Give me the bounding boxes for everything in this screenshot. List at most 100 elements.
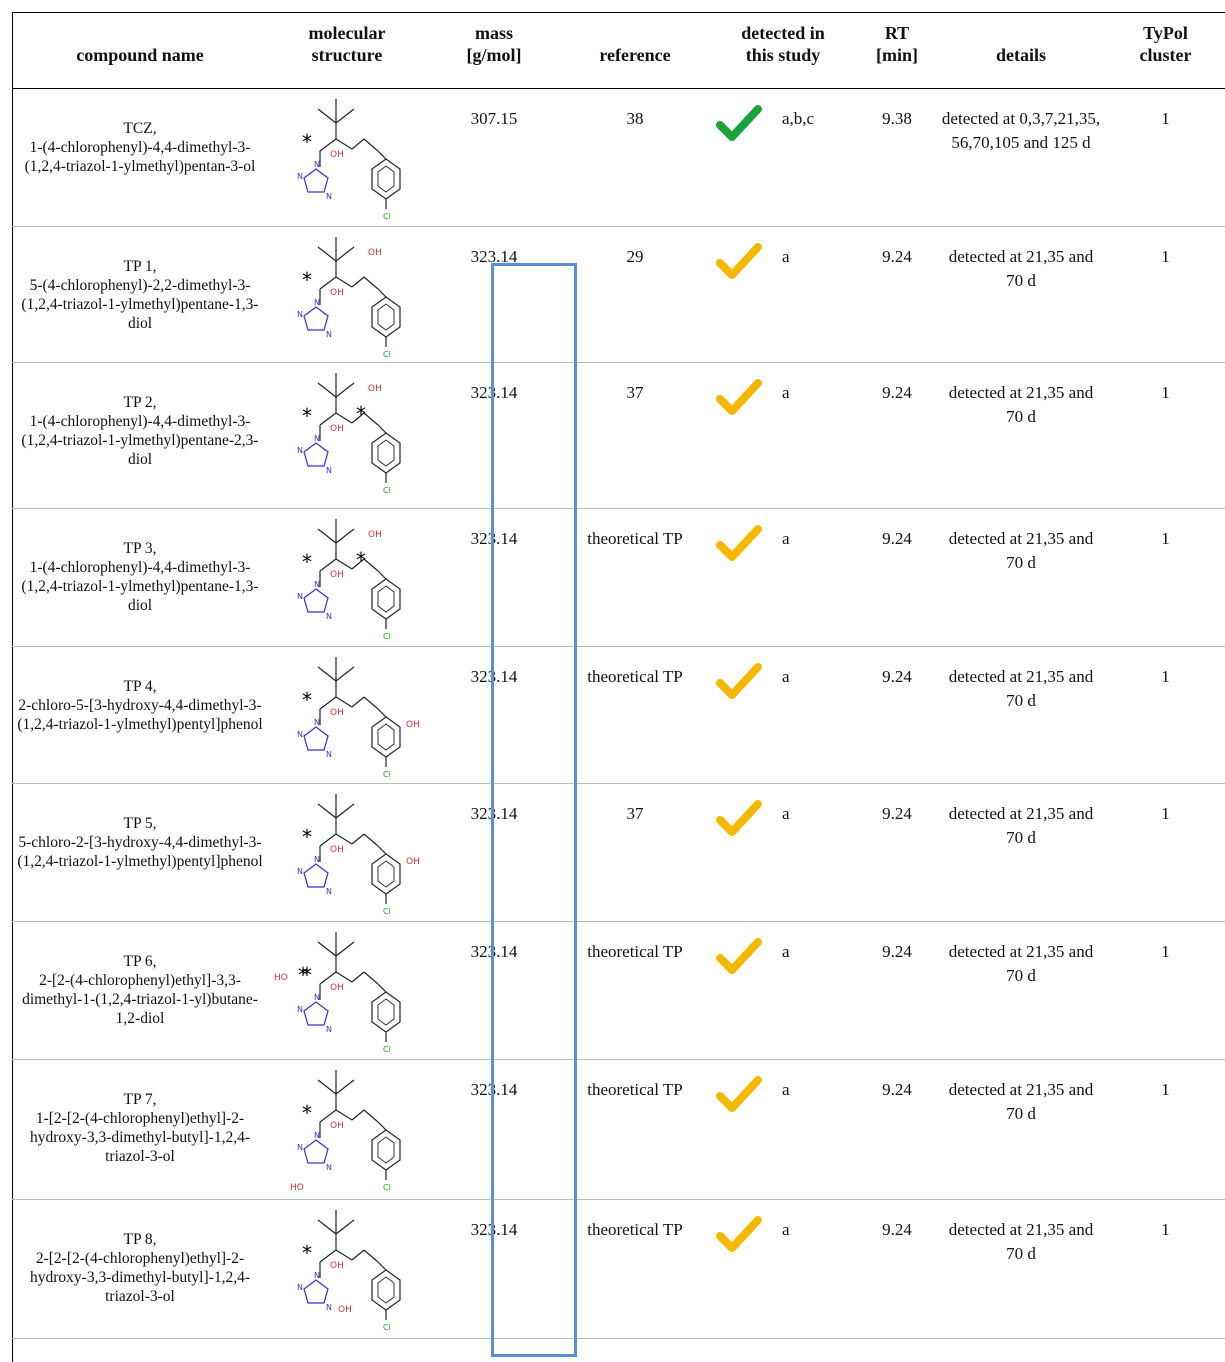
compound-full-name: 5-chloro-2-[3-hydroxy-4,4-dimethyl-3-(1,… — [17, 833, 263, 870]
structure-label: Cl — [383, 907, 391, 916]
header-compound-name: compound name — [76, 44, 204, 65]
structure-label: N — [326, 1303, 332, 1312]
compound-name-cell: TP 2, 1-(4-chlorophenyl)-4,4-dimethyl-3-… — [12, 362, 268, 508]
header-structure-l1: molecular — [308, 22, 386, 43]
detection-method: a — [782, 382, 790, 402]
typol-cluster-cell: 1 — [1161, 382, 1170, 402]
structure-label: Cl — [383, 350, 391, 359]
detected-cell: a — [708, 921, 858, 1059]
structure-label: N — [297, 1283, 303, 1292]
compound-full-name: 2-[2-[2-(4-chlorophenyl)ethyl]-2-hydroxy… — [30, 1249, 250, 1305]
check-icon — [716, 799, 762, 836]
mass-cell: 323.14 — [470, 666, 518, 686]
reference-cell: 38 — [626, 108, 644, 128]
reference-cell: theoretical TP — [587, 666, 683, 686]
details-cell: detected at 21,35 and 70 d — [948, 246, 1094, 290]
header-structure-l2: structure — [311, 44, 383, 65]
rt-cell: 9.24 — [882, 246, 912, 266]
structure-label: N — [314, 434, 320, 443]
detection-method: a — [782, 803, 790, 823]
mass-cell: 323.14 — [470, 528, 518, 548]
detected-cell: a — [708, 362, 858, 508]
compound-full-name: 1-(4-chlorophenyl)-4,4-dimethyl-3-(1,2,4… — [21, 412, 259, 468]
structure-label: N — [314, 718, 320, 727]
detected-cell: a — [708, 226, 858, 362]
structure-label: HO — [274, 973, 288, 983]
table-frame — [12, 12, 1225, 1362]
header-mass-l2: [g/mol] — [466, 44, 522, 65]
structure-label: OH — [368, 530, 382, 540]
detected-cell: a — [708, 1199, 858, 1338]
structure-label: N — [314, 580, 320, 589]
mass-cell: 323.14 — [470, 1219, 518, 1239]
rt-cell: 9.24 — [882, 941, 912, 961]
compound-short-name: TP 6, — [123, 952, 157, 970]
structure-label: N — [314, 855, 320, 864]
detected-cell: a — [708, 646, 858, 783]
compound-name-cell: TP 6, 2-[2-(4-chlorophenyl)ethyl]-3,3-di… — [12, 921, 268, 1059]
stereo-asterisk: * — [356, 548, 366, 572]
structure-label: OH — [330, 1261, 344, 1271]
rt-cell: 9.24 — [882, 1079, 912, 1099]
check-icon — [716, 524, 762, 561]
typol-cluster-cell: 1 — [1161, 246, 1170, 266]
structure-label: Cl — [383, 486, 391, 495]
table-row: TP 6, 2-[2-(4-chlorophenyl)ethyl]-3,3-di… — [12, 921, 1225, 1059]
check-icon — [716, 662, 762, 699]
structure-label: OH — [330, 983, 344, 993]
compound-full-name: 2-[2-(4-chlorophenyl)ethyl]-3,3-dimethyl… — [22, 971, 258, 1027]
structure-label: N — [314, 1131, 320, 1140]
rt-cell: 9.38 — [882, 108, 912, 128]
structure-label: N — [326, 192, 332, 201]
compound-name-cell: TP 5, 5-chloro-2-[3-hydroxy-4,4-dimethyl… — [12, 783, 268, 921]
compound-short-name: TP 3, — [123, 539, 157, 557]
structure-label: N — [297, 310, 303, 319]
details-cell: detected at 21,35 and 70 d — [948, 528, 1094, 572]
structure-label: Cl — [383, 212, 391, 221]
structure-label: N — [314, 298, 320, 307]
reference-cell: theoretical TP — [587, 1219, 683, 1239]
compound-name-cell: TP 4, 2-chloro-5-[3-hydroxy-4,4-dimethyl… — [12, 646, 268, 783]
check-icon — [716, 937, 762, 974]
header-rt-l1: RT — [884, 22, 910, 43]
structure-label: Cl — [383, 1183, 391, 1192]
header-detected-l2: this study — [745, 44, 821, 65]
rt-cell: 9.24 — [882, 382, 912, 402]
typol-cluster-cell: 1 — [1161, 941, 1170, 961]
compound-full-name: 1-(4-chlorophenyl)-4,4-dimethyl-3-(1,2,4… — [24, 138, 256, 175]
table-row: TCZ, 1-(4-chlorophenyl)-4,4-dimethyl-3-(… — [12, 88, 1225, 226]
typol-cluster-cell: 1 — [1161, 1219, 1170, 1239]
reference-cell: 37 — [626, 803, 644, 823]
stereo-asterisk: * — [302, 550, 312, 574]
detection-method: a — [782, 941, 790, 961]
structure-label: N — [326, 466, 332, 475]
details-cell: detected at 21,35 and 70 d — [948, 1079, 1094, 1123]
typol-cluster-cell: 1 — [1161, 528, 1170, 548]
structure-label: N — [326, 887, 332, 896]
structure-label: N — [297, 592, 303, 601]
stereo-asterisk: * — [302, 1101, 312, 1125]
structure-label: N — [297, 172, 303, 181]
detection-method: a,b,c — [782, 108, 815, 128]
details-cell: detected at 0,3,7,21,35, 56,70,105 and 1… — [941, 108, 1101, 152]
typol-cluster-cell: 1 — [1161, 108, 1170, 128]
compound-short-name: TP 5, — [123, 814, 157, 832]
detection-method: a — [782, 246, 790, 266]
header-detected-l1: detected in — [741, 22, 825, 43]
detection-method: a — [782, 528, 790, 548]
compound-name-cell: TCZ, 1-(4-chlorophenyl)-4,4-dimethyl-3-(… — [12, 88, 268, 226]
structure-label: N — [326, 1163, 332, 1172]
stereo-asterisk: * — [302, 688, 312, 712]
structure-label: N — [314, 993, 320, 1002]
check-icon — [716, 242, 762, 279]
mass-cell: 323.14 — [470, 246, 518, 266]
